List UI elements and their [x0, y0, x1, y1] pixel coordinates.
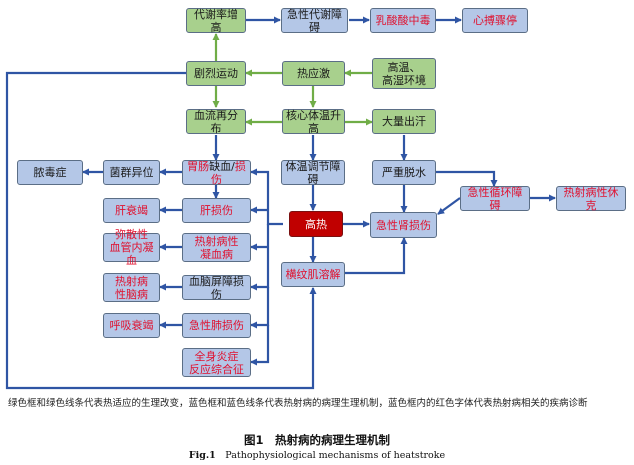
node-hyperthermia: 高热: [289, 211, 343, 237]
node-heatstroke-coagulopathy: 热射病性凝血病: [182, 233, 251, 262]
arrow-rhabdo-to-aki: [345, 237, 408, 275]
node-acute-circulatory-disorder: 急性循环障碍: [460, 186, 530, 212]
arrow-circulatory-to-aki: [437, 197, 461, 215]
node-bacterial-translocation: 菌群异位: [103, 160, 160, 185]
figure-title-cn-text: 热射病的病理生理机制: [275, 433, 390, 447]
node-acute-kidney-injury: 急性肾损伤: [370, 212, 437, 238]
node-severe-dehydration: 严重脱水: [372, 160, 436, 185]
node-metabolic-rate-up: 代谢率增高: [186, 8, 246, 34]
node-cardiac-arrest: 心搏骤停: [462, 8, 528, 33]
node-liver-injury: 肝损伤: [182, 198, 251, 223]
arrow-spine-to-bbb: [250, 224, 270, 291]
arrow-arrest-loop: [5, 71, 317, 390]
node-hot-humid-env: 高温、高湿环境: [372, 58, 436, 89]
node-respiratory-failure: 呼吸衰竭: [103, 313, 160, 338]
node-heatstroke-encephalopathy: 热射病性脑病: [103, 273, 160, 302]
node-acute-lung-injury: 急性肺损伤: [182, 313, 251, 338]
node-sepsis: 脓毒症: [17, 160, 83, 185]
node-lactic-acidosis: 乳酸酸中毒: [370, 8, 436, 33]
node-dic: 弥散性血管内凝血: [103, 228, 160, 267]
arrow-spine-to-sirs: [250, 325, 270, 366]
node-thermoregulation-disorder: 体温调节障碍: [281, 160, 345, 186]
node-bbb-injury: 血脑屏障损伤: [182, 275, 251, 301]
node-gut-ischemia: 胃肠缺血/损伤: [182, 160, 251, 186]
node-core-temp-rise: 核心体温升高: [282, 109, 345, 135]
arrow-dehydration-to-circulatory: [436, 170, 498, 187]
figure-title-en-text: Pathophysiological mechanisms of heatstr…: [225, 450, 446, 461]
arrow-layer: [5, 16, 556, 390]
figure-label-cn: 图1: [243, 433, 264, 447]
figure-title-cn: 图1 热射病的病理生理机制: [0, 432, 634, 448]
node-acute-metabolic-disorder: 急性代谢障碍: [281, 8, 348, 34]
node-strenuous-exercise: 剧烈运动: [186, 61, 246, 86]
node-heavy-sweating: 大量出汗: [372, 109, 436, 134]
arrow-spine-to-lung: [250, 287, 270, 329]
arrow-hyperthermia-spine: [250, 168, 283, 226]
node-liver-failure: 肝衰竭: [103, 198, 160, 223]
pathophysiology-diagram: 代谢率增高 急性代谢障碍 乳酸酸中毒 心搏骤停 剧烈运动 热应激 高温、高湿环境…: [5, 8, 626, 390]
node-blood-redistribution: 血流再分布: [186, 109, 246, 135]
node-heatstroke-shock: 热射病性休克: [556, 186, 626, 212]
figure-title-en: Fig.1 Pathophysiological mechanisms of h…: [0, 450, 634, 461]
node-heat-stress: 热应激: [282, 61, 345, 86]
node-sirs: 全身炎症反应综合征: [182, 348, 251, 377]
figure-caption: 绿色框和绿色线条代表热适应的生理改变，蓝色框和蓝色线条代表热射病的病理生理机制，…: [8, 398, 588, 409]
node-rhabdomyolysis: 横纹肌溶解: [281, 262, 345, 287]
figure-label-en: Fig.1: [188, 450, 216, 461]
